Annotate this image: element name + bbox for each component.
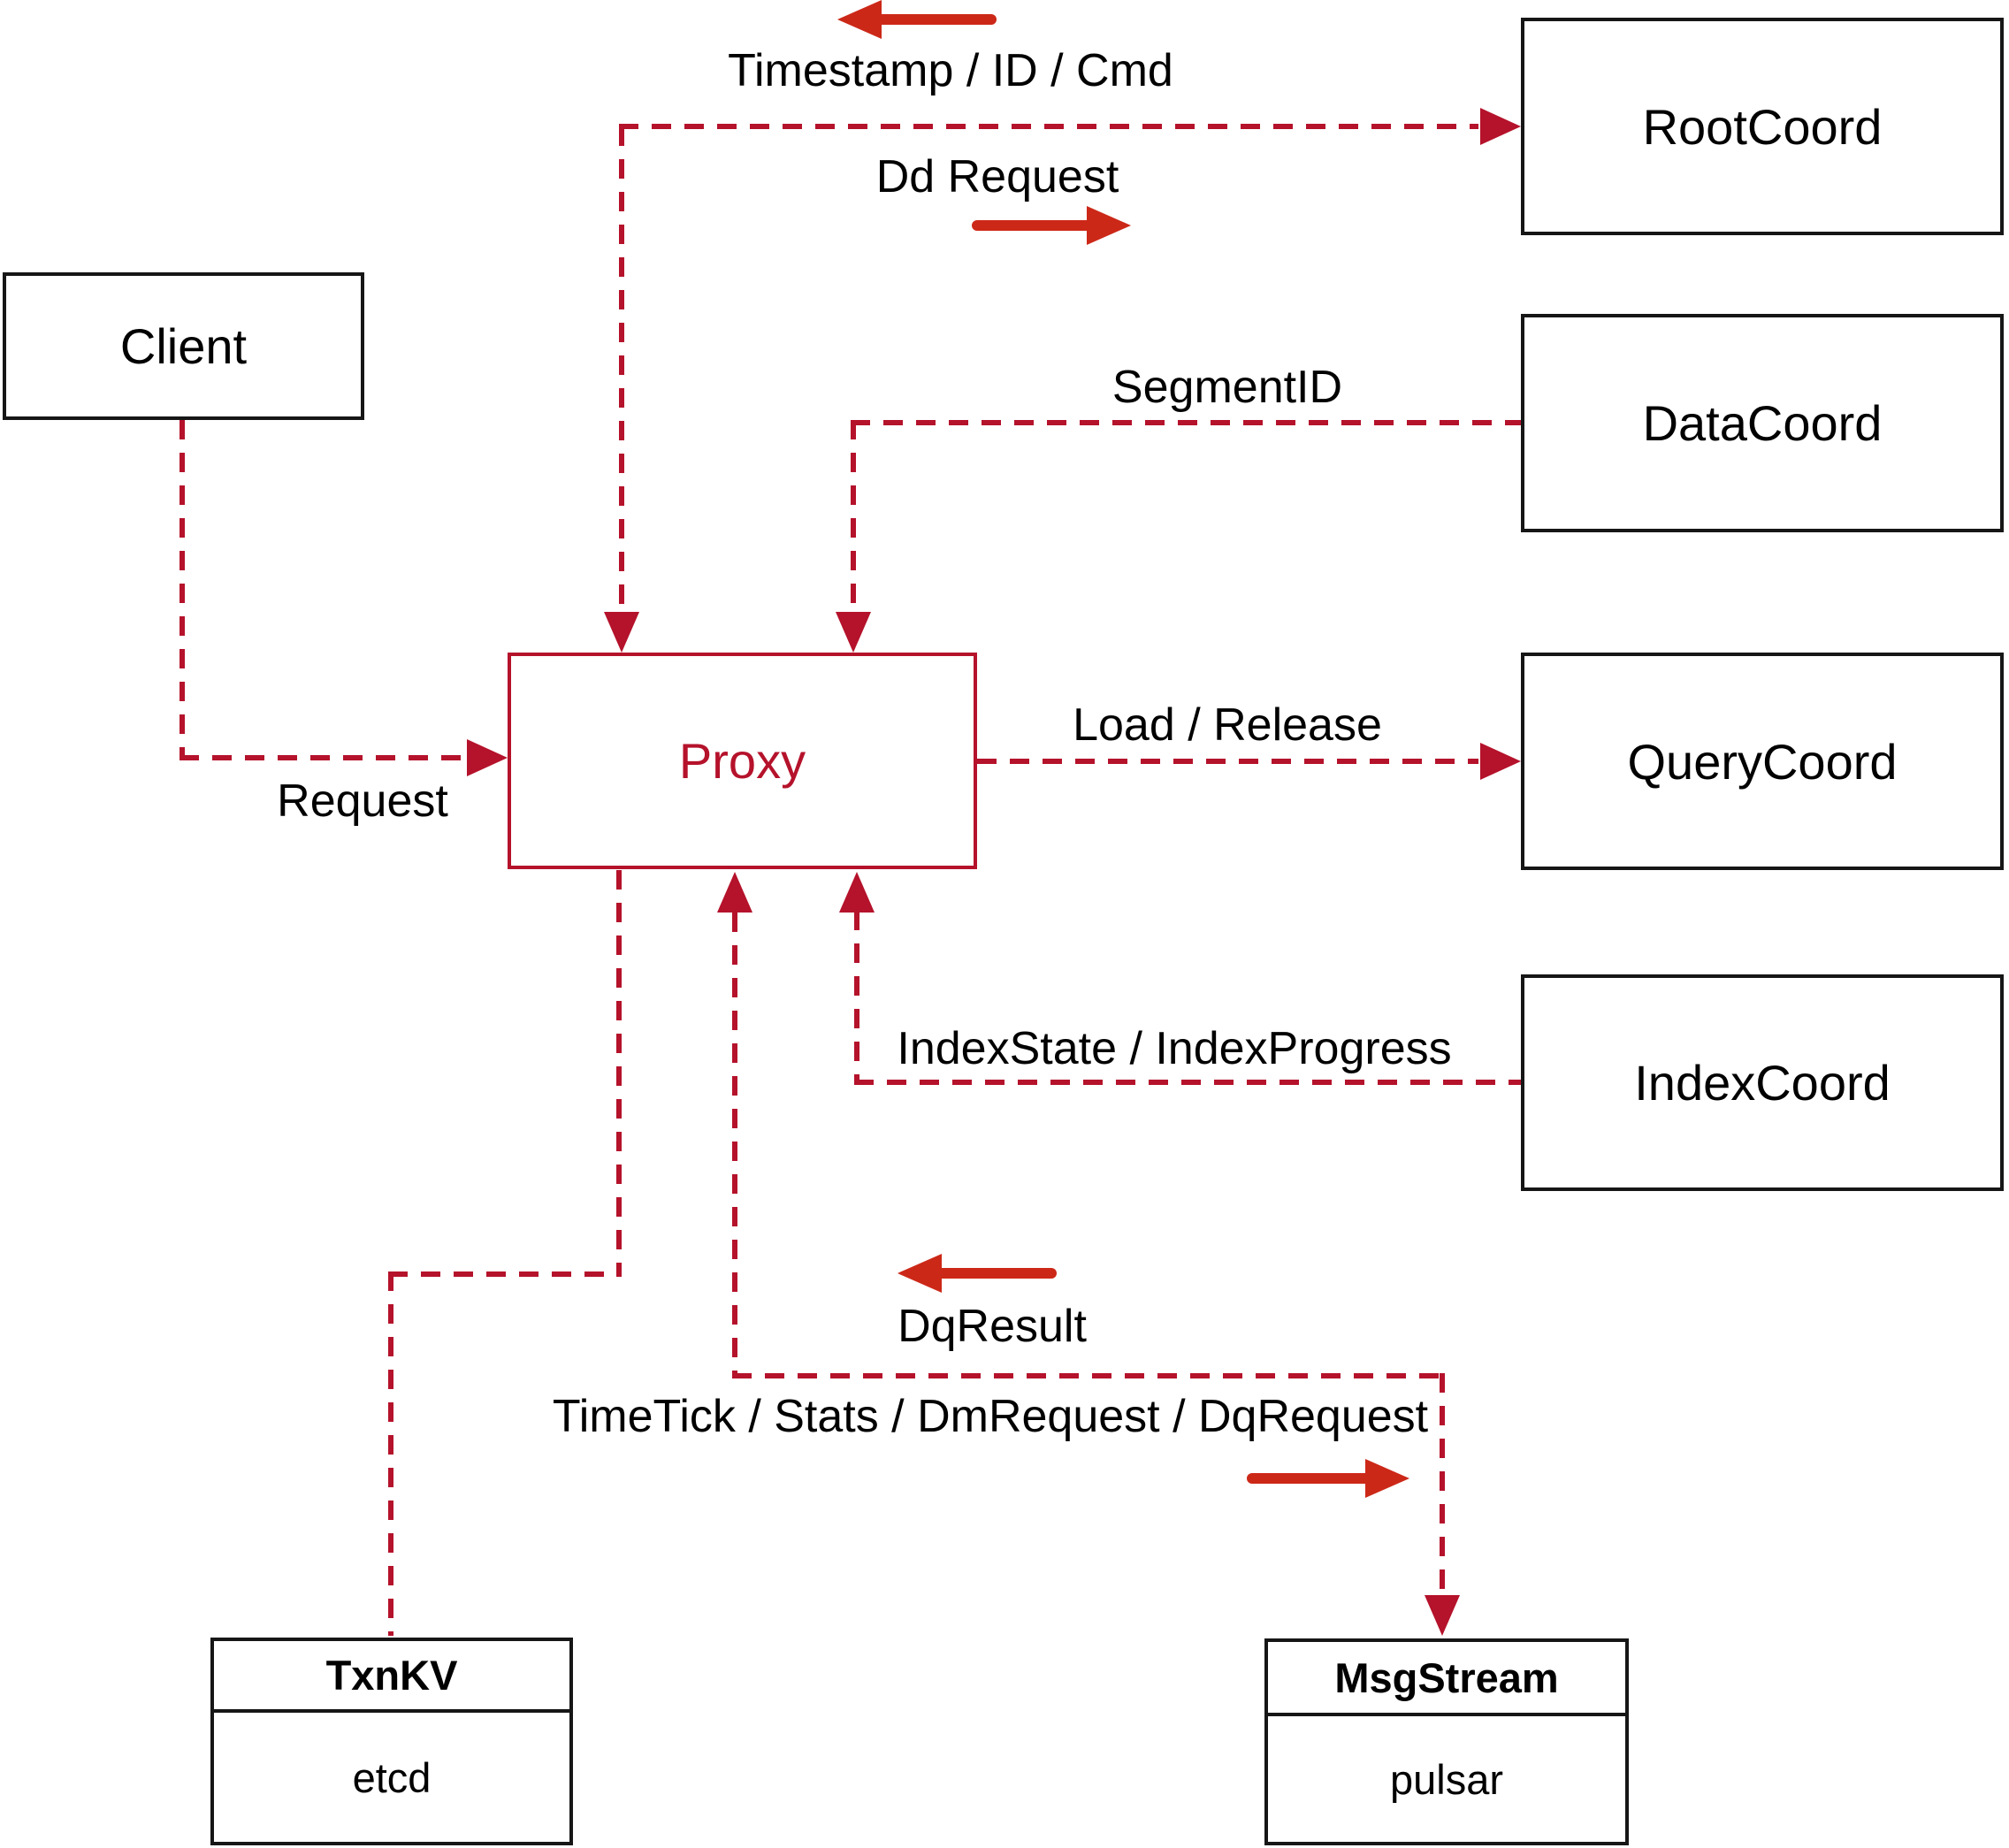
edge-indexcoord-proxy-horizontal bbox=[854, 1080, 1521, 1085]
arrowhead-into-proxy-top-right-icon bbox=[836, 612, 871, 653]
edge-proxy-msgstream-horizontal bbox=[732, 1373, 1445, 1378]
edge-indexcoord-proxy-vertical bbox=[854, 911, 859, 1080]
arrowhead-into-querycoord-icon bbox=[1480, 743, 1521, 780]
edge-label-dqresult: DqResult bbox=[898, 1301, 1087, 1352]
client-node: Client bbox=[3, 272, 364, 420]
edge-proxy-rootcoord-horizontal bbox=[619, 124, 1478, 129]
edge-label-timestamp-id-cmd: Timestamp / ID / Cmd bbox=[728, 45, 1173, 96]
edge-label-load-release: Load / Release bbox=[1073, 699, 1382, 751]
direction-arrow-right-dd-request-icon bbox=[968, 206, 1131, 245]
edge-proxy-txnkv-horizontal bbox=[388, 1271, 622, 1277]
client-label: Client bbox=[119, 318, 248, 374]
direction-arrow-right-msgstream-icon bbox=[1243, 1459, 1409, 1498]
arrowhead-into-msgstream-icon bbox=[1425, 1595, 1460, 1636]
msgstream-subtitle: pulsar bbox=[1389, 1755, 1503, 1803]
edge-client-proxy-horizontal bbox=[180, 755, 471, 760]
txnkv-title: TxnKV bbox=[214, 1641, 569, 1713]
edge-label-segmentid: SegmentID bbox=[1111, 362, 1343, 413]
edge-client-proxy-vertical bbox=[180, 420, 185, 758]
rootcoord-label: RootCoord bbox=[1642, 98, 1883, 155]
edge-proxy-querycoord-horizontal bbox=[977, 759, 1478, 764]
msgstream-title: MsgStream bbox=[1268, 1642, 1625, 1716]
edge-label-timetick-stats: TimeTick / Stats / DmRequest / DqRequest bbox=[552, 1391, 1429, 1442]
edge-label-dd-request: Dd Request bbox=[875, 151, 1119, 202]
edge-proxy-txnkv-vertical-2 bbox=[388, 1271, 393, 1636]
edge-proxy-rootcoord-vertical bbox=[619, 126, 624, 615]
rootcoord-node: RootCoord bbox=[1521, 18, 2004, 235]
edge-label-request: Request bbox=[277, 775, 448, 827]
proxy-node: Proxy bbox=[508, 653, 977, 869]
indexcoord-node: IndexCoord bbox=[1521, 974, 2004, 1191]
querycoord-node: QueryCoord bbox=[1521, 653, 2004, 870]
arrowhead-into-proxy-bottom-left-icon bbox=[717, 872, 752, 913]
indexcoord-label: IndexCoord bbox=[1634, 1055, 1891, 1111]
direction-arrow-left-dqresult-icon bbox=[898, 1254, 1060, 1293]
edge-proxy-txnkv-vertical-1 bbox=[616, 870, 622, 1277]
edge-datacoord-proxy-vertical bbox=[851, 420, 856, 615]
arrowhead-into-rootcoord-icon bbox=[1480, 108, 1521, 145]
arrowhead-into-proxy-bottom-right-icon bbox=[839, 872, 875, 913]
proxy-label: Proxy bbox=[678, 733, 806, 789]
querycoord-label: QueryCoord bbox=[1627, 733, 1898, 790]
datacoord-label: DataCoord bbox=[1642, 395, 1883, 451]
edge-proxy-msgstream-vertical-2 bbox=[1440, 1373, 1445, 1594]
edge-label-indexstate-indexprogress: IndexState / IndexProgress bbox=[897, 1023, 1452, 1074]
edge-proxy-msgstream-vertical-1 bbox=[732, 913, 737, 1378]
edge-datacoord-proxy-horizontal bbox=[851, 420, 1521, 425]
txnkv-node: TxnKV etcd bbox=[210, 1638, 573, 1845]
arrowhead-into-proxy-top-left-icon bbox=[604, 612, 639, 653]
datacoord-node: DataCoord bbox=[1521, 314, 2004, 532]
arrowhead-into-proxy-left-icon bbox=[467, 739, 508, 776]
txnkv-subtitle: etcd bbox=[352, 1753, 432, 1801]
msgstream-node: MsgStream pulsar bbox=[1264, 1638, 1629, 1845]
direction-arrow-left-rootcoord-icon bbox=[837, 0, 1000, 39]
